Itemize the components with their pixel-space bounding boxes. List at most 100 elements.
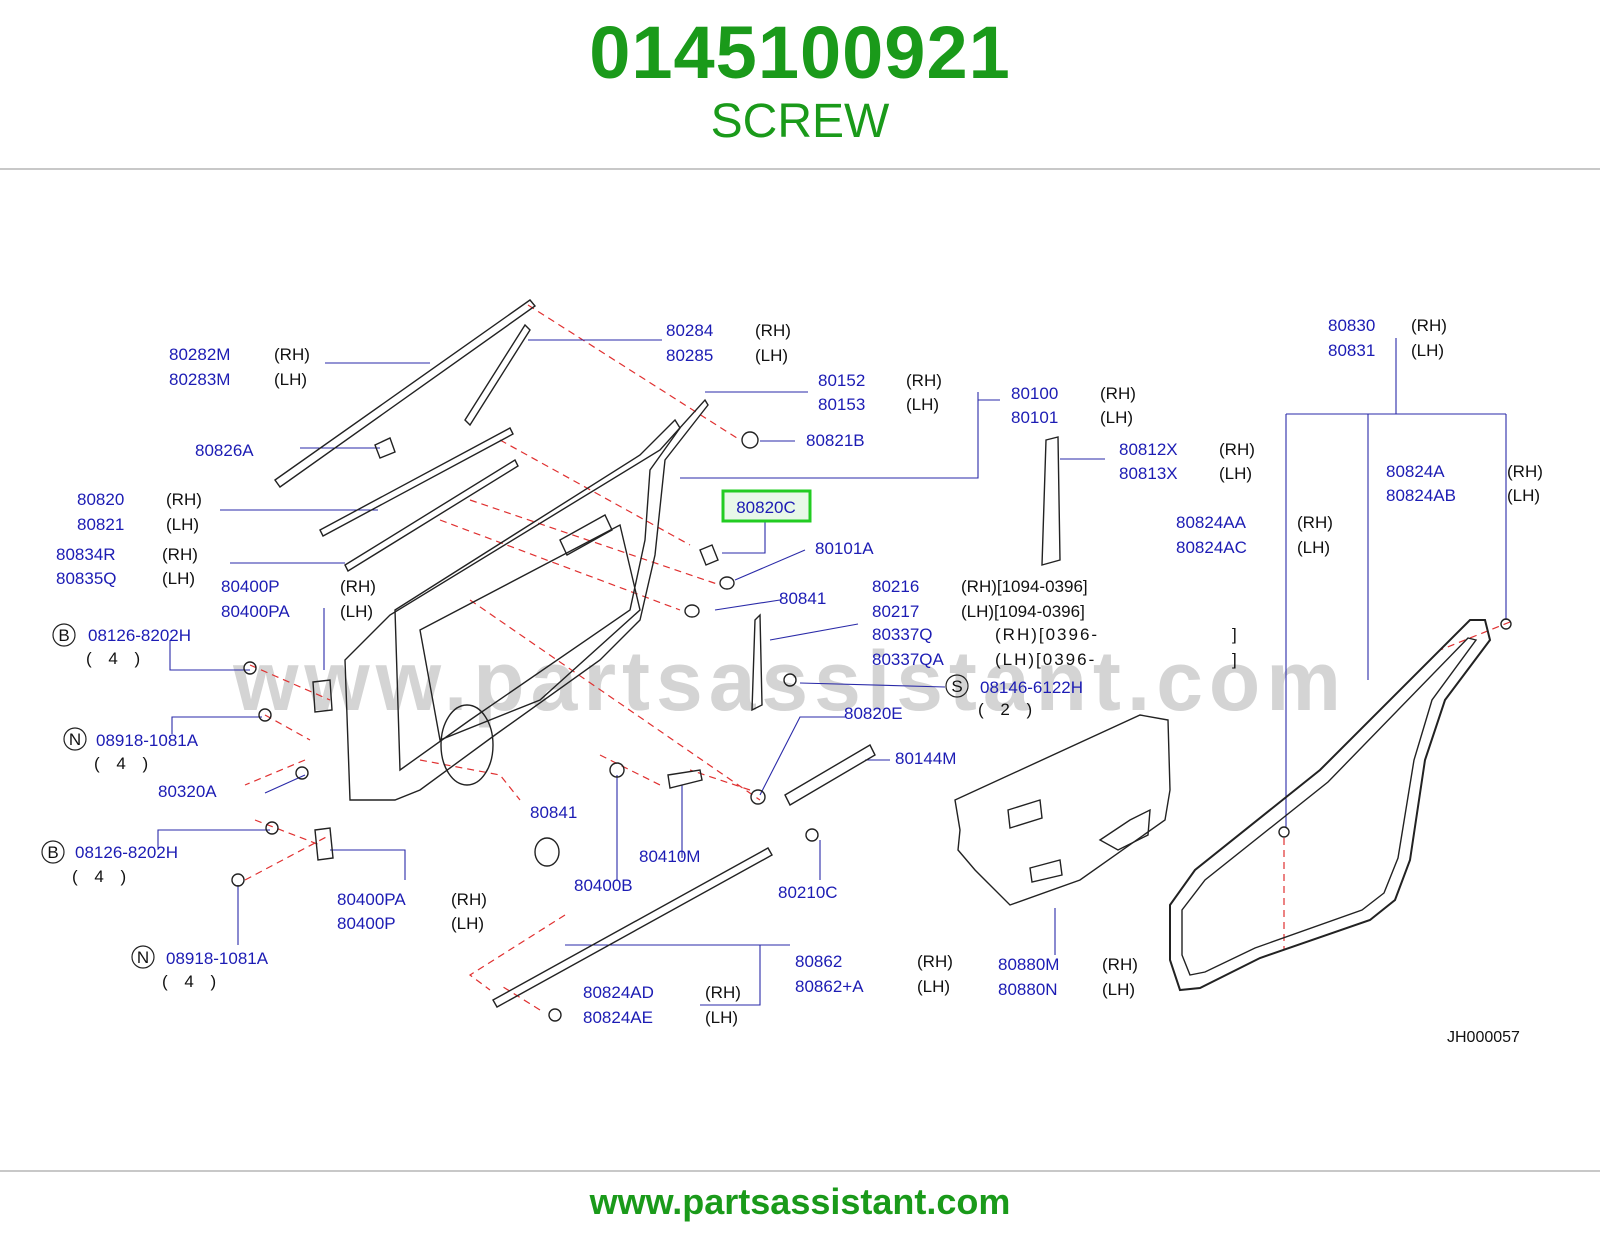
- end-80337Q: ]: [1232, 625, 1237, 644]
- side-80813X: (LH): [1219, 464, 1252, 483]
- label-80824AE[interactable]: 80824AE: [583, 1008, 653, 1027]
- plug-80841-b: [534, 837, 560, 867]
- door-cutout: [419, 523, 641, 741]
- side-80824A: (RH): [1507, 462, 1543, 481]
- label-80813X[interactable]: 80813X: [1119, 464, 1178, 483]
- qty-5: ( 4 ): [162, 972, 222, 991]
- label-80144M[interactable]: 80144M: [895, 749, 956, 768]
- hinge-lower: [314, 827, 334, 861]
- door-panel: [344, 398, 709, 801]
- label-80216[interactable]: 80216: [872, 577, 919, 596]
- label-80320A[interactable]: 80320A: [158, 782, 217, 801]
- side-80337QA: (LH)[0396-: [995, 650, 1096, 669]
- door-weatherstrip-inner: [1181, 637, 1478, 976]
- side-80400PA-a: (LH): [340, 602, 373, 621]
- label-80824AB[interactable]: 80824AB: [1386, 486, 1456, 505]
- label-80820E[interactable]: 80820E: [844, 704, 903, 723]
- speaker-hole: [440, 704, 494, 786]
- label-80821B[interactable]: 80821B: [806, 431, 865, 450]
- side-80820: (RH): [166, 490, 202, 509]
- side-80862A: (LH): [917, 977, 950, 996]
- label-80283M[interactable]: 80283M: [169, 370, 230, 389]
- highlight-label[interactable]: 80820C: [736, 498, 796, 517]
- label-80217[interactable]: 80217: [872, 602, 919, 621]
- part-name: SCREW: [710, 95, 890, 148]
- label-80410M[interactable]: 80410M: [639, 847, 700, 866]
- label-80101[interactable]: 80101: [1011, 408, 1058, 427]
- side-80400P-b: (LH): [451, 914, 484, 933]
- label-80400PA-a[interactable]: 80400PA: [221, 602, 290, 621]
- label-80153[interactable]: 80153: [818, 395, 865, 414]
- label-80841-b[interactable]: 80841: [530, 803, 577, 822]
- screw-80210C: [805, 828, 819, 842]
- label-08126-b[interactable]: 08126-8202H: [75, 843, 178, 862]
- label-80152[interactable]: 80152: [818, 371, 865, 390]
- label-80831[interactable]: 80831: [1328, 341, 1375, 360]
- part-number: 0145100921: [589, 11, 1011, 94]
- side-80216: (RH)[1094-0396]: [961, 577, 1088, 596]
- label-80826A[interactable]: 80826A: [195, 441, 254, 460]
- callout-N-2: N: [137, 948, 149, 967]
- label-80337QA[interactable]: 80337QA: [872, 650, 944, 669]
- label-80880N[interactable]: 80880N: [998, 980, 1058, 999]
- molding-inner: [344, 459, 519, 572]
- qty-1: ( 4 ): [86, 649, 146, 668]
- label-80880M[interactable]: 80880M: [998, 955, 1059, 974]
- qty-3: ( 4 ): [94, 754, 154, 773]
- side-80283M: (LH): [274, 370, 307, 389]
- label-80862[interactable]: 80862: [795, 952, 842, 971]
- side-80824AB: (LH): [1507, 486, 1540, 505]
- label-80400PA-b[interactable]: 80400PA: [337, 890, 406, 909]
- label-80400P-b[interactable]: 80400P: [337, 914, 396, 933]
- label-80821[interactable]: 80821: [77, 515, 124, 534]
- side-80830: (RH): [1411, 316, 1447, 335]
- label-08918-b[interactable]: 08918-1081A: [166, 949, 269, 968]
- label-80862A[interactable]: 80862+A: [795, 977, 864, 996]
- end-80337QA: ]: [1232, 650, 1237, 669]
- label-80824AA[interactable]: 80824AA: [1176, 513, 1247, 532]
- side-80835Q: (LH): [162, 569, 195, 588]
- footer-url[interactable]: www.partsassistant.com: [589, 1181, 1011, 1222]
- label-80210C[interactable]: 80210C: [778, 883, 838, 902]
- label-80835Q[interactable]: 80835Q: [56, 569, 117, 588]
- side-80831: (LH): [1411, 341, 1444, 360]
- trim-board-80880M: [954, 714, 1171, 906]
- label-80841-a[interactable]: 80841: [779, 589, 826, 608]
- parts-art: [231, 299, 1512, 1022]
- bracket-80144M: [784, 744, 876, 806]
- label-80830[interactable]: 80830: [1328, 316, 1375, 335]
- side-80100: (RH): [1100, 384, 1136, 403]
- label-80282M[interactable]: 80282M: [169, 345, 230, 364]
- header-divider: [0, 168, 1600, 170]
- side-80400PA-b: (RH): [451, 890, 487, 909]
- label-80824A[interactable]: 80824A: [1386, 462, 1445, 481]
- footer-divider: [0, 1170, 1600, 1172]
- label-80337Q[interactable]: 80337Q: [872, 625, 933, 644]
- side-80821: (LH): [166, 515, 199, 534]
- weatherstrip-sash: [464, 323, 531, 427]
- label-80824AD[interactable]: 80824AD: [583, 983, 654, 1002]
- label-08918-a[interactable]: 08918-1081A: [96, 731, 199, 750]
- label-80284[interactable]: 80284: [666, 321, 713, 340]
- trim-pocket-upper: [1007, 799, 1043, 829]
- label-08126-a[interactable]: 08126-8202H: [88, 626, 191, 645]
- side-80824AC: (LH): [1297, 538, 1330, 557]
- label-80100[interactable]: 80100: [1011, 384, 1058, 403]
- side-80153: (LH): [906, 395, 939, 414]
- label-80285[interactable]: 80285: [666, 346, 713, 365]
- side-80101: (LH): [1100, 408, 1133, 427]
- label-80812X[interactable]: 80812X: [1119, 440, 1178, 459]
- side-80282M: (RH): [274, 345, 310, 364]
- label-80101A[interactable]: 80101A: [815, 539, 874, 558]
- label-80820[interactable]: 80820: [77, 490, 124, 509]
- door-opening: [559, 514, 613, 556]
- side-80400P-a: (RH): [340, 577, 376, 596]
- label-80400P-a[interactable]: 80400P: [221, 577, 280, 596]
- label-80834R[interactable]: 80834R: [56, 545, 116, 564]
- label-08146[interactable]: 08146-6122H: [980, 678, 1083, 697]
- bolt-08126-a: [243, 661, 257, 675]
- side-80824AD: (RH): [705, 983, 741, 1002]
- label-80824AC[interactable]: 80824AC: [1176, 538, 1247, 557]
- diagram-code: JH000057: [1447, 1029, 1520, 1046]
- label-80400B[interactable]: 80400B: [574, 876, 633, 895]
